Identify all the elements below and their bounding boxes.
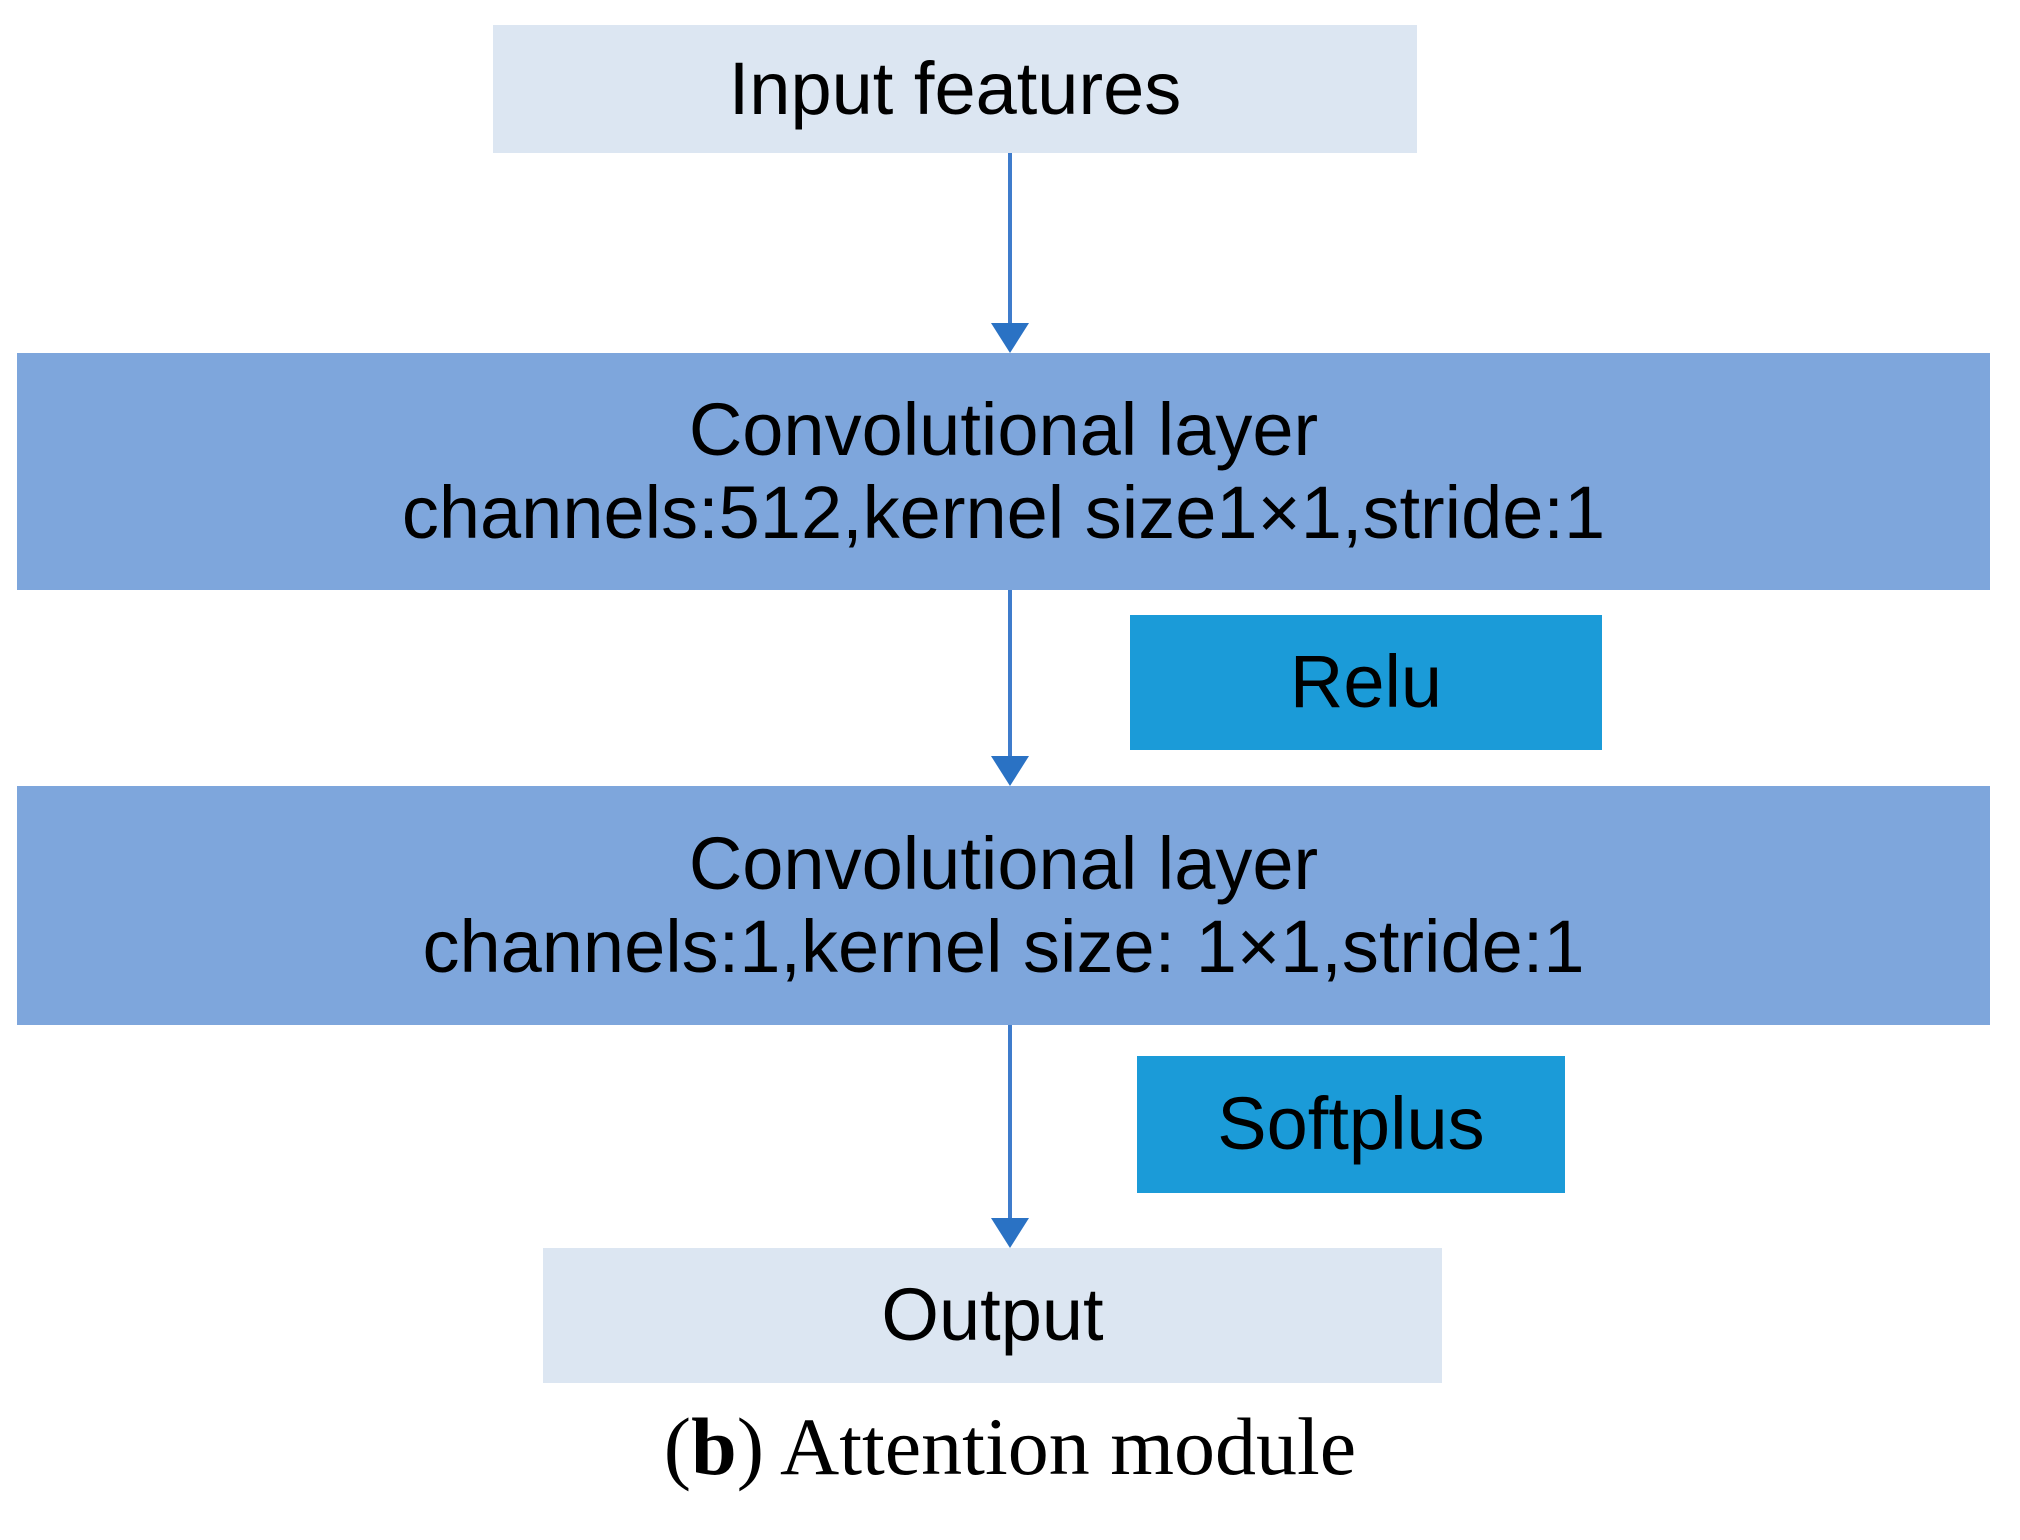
arrow-head-icon	[991, 756, 1029, 786]
arrow-conv1-to-conv2	[990, 590, 1030, 786]
arrow-conv2-to-output	[990, 1025, 1030, 1248]
figure-caption: (b) Attention module	[0, 1400, 2020, 1494]
node-softplus-label: Softplus	[1217, 1082, 1485, 1166]
arrow-input-to-conv1	[990, 153, 1030, 353]
arrow-shaft	[1008, 1025, 1012, 1220]
node-convolutional-layer-2: Convolutional layer channels:1,kernel si…	[17, 786, 1990, 1025]
node-input-features-label: Input features	[728, 46, 1182, 130]
node-output: Output	[543, 1248, 1442, 1383]
node-conv2-title: Convolutional layer	[688, 821, 1319, 905]
node-output-label: Output	[881, 1273, 1104, 1357]
arrow-shaft	[1008, 153, 1012, 325]
arrow-head-icon	[991, 323, 1029, 353]
arrow-shaft	[1008, 590, 1012, 758]
node-conv1-params: channels:512,kernel size1×1,stride:1	[401, 470, 1606, 554]
node-activation-softplus: Softplus	[1137, 1056, 1565, 1193]
node-input-features: Input features	[493, 25, 1417, 153]
node-convolutional-layer-1: Convolutional layer channels:512,kernel …	[17, 353, 1990, 590]
caption-text: Attention module	[780, 1401, 1357, 1492]
arrow-head-icon	[991, 1218, 1029, 1248]
node-activation-relu: Relu	[1130, 615, 1602, 750]
node-relu-label: Relu	[1289, 640, 1443, 724]
caption-paren-open: (	[663, 1401, 692, 1492]
caption-label: b	[691, 1401, 737, 1492]
caption-paren-close: )	[736, 1401, 780, 1492]
node-conv2-params: channels:1,kernel size: 1×1,stride:1	[422, 904, 1585, 988]
node-conv1-title: Convolutional layer	[688, 387, 1319, 471]
